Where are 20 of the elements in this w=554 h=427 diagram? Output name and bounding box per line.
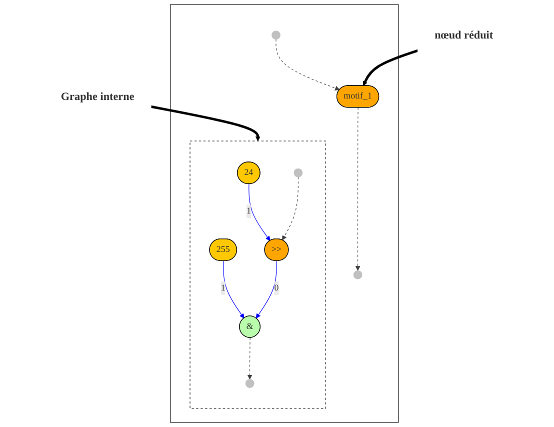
cluster: [190, 140, 326, 409]
arrow: [355, 107, 360, 271]
edge-label: 0: [274, 283, 279, 293]
edge-label: 1: [246, 206, 251, 216]
arrow: [276, 39, 340, 90]
arrow: [223, 260, 244, 318]
arrow: [150, 105, 260, 142]
node-text: Graphe interne: [60, 90, 134, 103]
arrow: [247, 338, 252, 380]
node-circle: [353, 270, 362, 280]
node-circle: [294, 168, 303, 178]
cluster: [170, 4, 399, 423]
arrow: [248, 184, 270, 241]
arrow: [362, 49, 418, 86]
arrow: [256, 260, 278, 318]
node-circle: [245, 379, 254, 388]
node-circle: [272, 30, 280, 40]
edge-label: 1: [220, 283, 226, 293]
node-text: nœud réduit: [434, 28, 494, 42]
arrow: [282, 176, 298, 240]
